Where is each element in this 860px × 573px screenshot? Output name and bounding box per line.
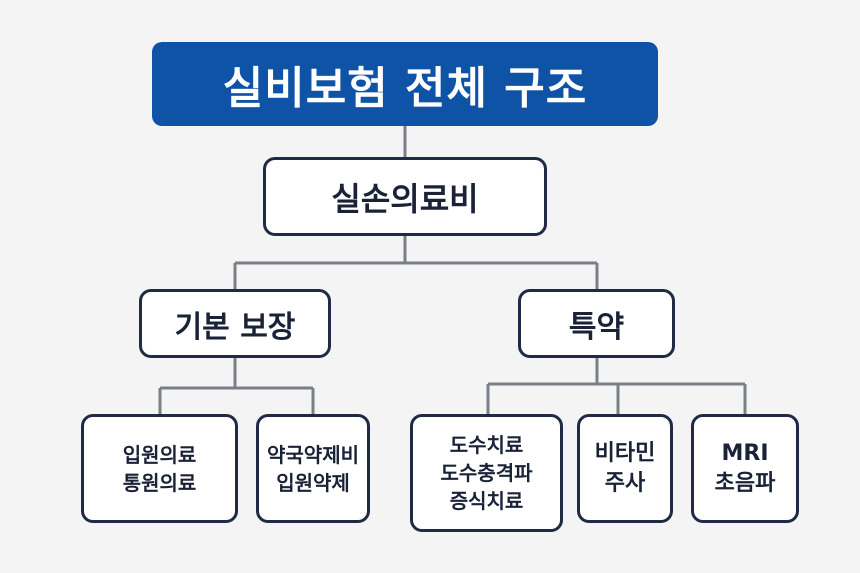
leaf-manual-therapy: 도수치료 도수충격파 증식치료 [410,414,563,532]
leaf-line: 도수충격파 [440,461,533,485]
leaf-line: MRI [721,440,769,466]
root-node-label: 실손의료비 [331,179,479,218]
root-node: 실손의료비 [263,157,547,236]
leaf-line: 초음파 [714,470,776,496]
leaf-inpatient-outpatient: 입원의료 통원의료 [81,414,238,523]
leaf-line: 주사 [604,470,646,496]
leaf-line: 약국약제비 [267,442,359,467]
diagram-title-text: 실비보험 전체 구조 [222,63,588,114]
leaf-line: 통원의료 [122,470,197,495]
branch-special-label: 특약 [568,309,625,345]
leaf-imaging: MRI 초음파 [691,414,799,523]
branch-basic-node: 기본 보장 [139,289,331,358]
leaf-line: 입원의료 [122,442,197,467]
leaf-vitamin: 비타민 주사 [577,414,673,523]
leaf-line: 도수치료 [449,433,524,457]
leaf-line: 증식치료 [449,489,524,513]
diagram-title: 실비보험 전체 구조 [152,42,658,126]
leaf-pharmacy: 약국약제비 입원약제 [256,414,370,523]
leaf-line: 입원약제 [276,470,350,495]
branch-special-node: 특약 [518,289,675,358]
leaf-line: 비타민 [594,440,656,466]
branch-basic-label: 기본 보장 [174,309,296,345]
